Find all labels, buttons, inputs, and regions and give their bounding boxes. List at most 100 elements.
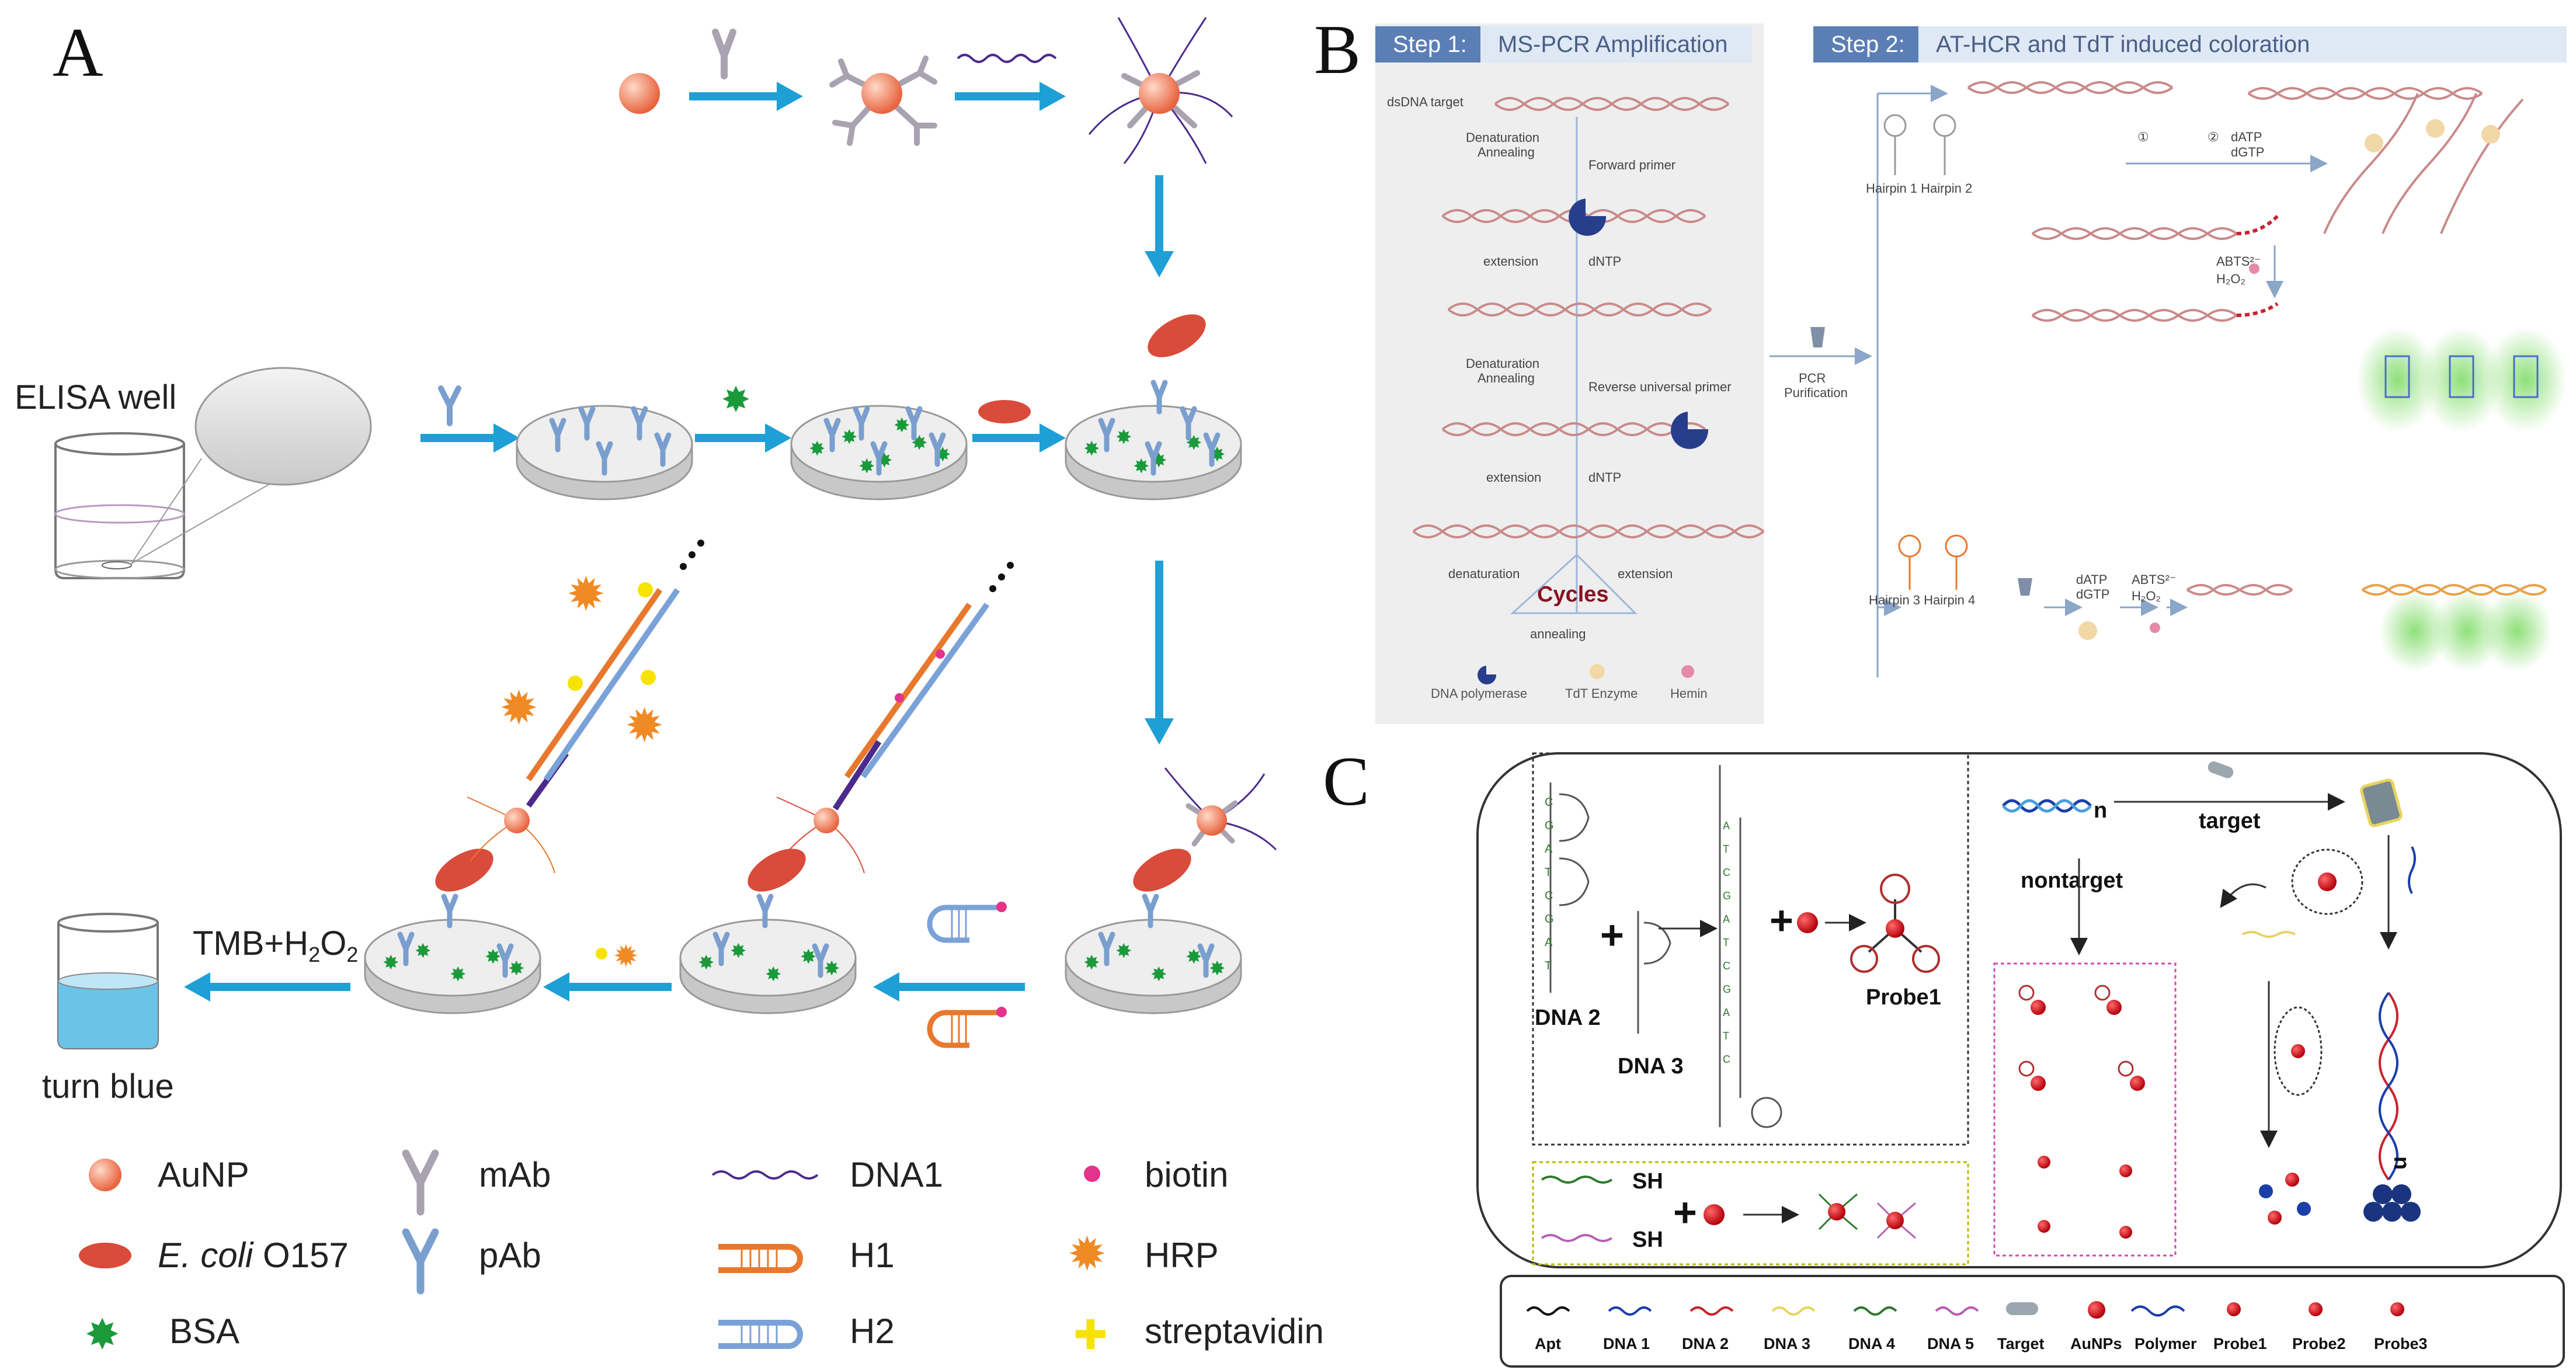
svg-text:G: G <box>1723 890 1731 902</box>
biotin-legend-icon <box>1084 1166 1100 1182</box>
svg-text:✹: ✹ <box>566 568 606 620</box>
pab-legend-icon <box>402 1228 439 1295</box>
svg-text:dsDNA target: dsDNA target <box>1387 95 1463 109</box>
svg-text:+: + <box>1770 898 1793 943</box>
svg-text:Hairpin 3 Hairpin 4: Hairpin 3 Hairpin 4 <box>1869 593 1975 607</box>
svg-text:DNA 3: DNA 3 <box>1618 1054 1684 1079</box>
svg-text:Hairpin 1 Hairpin 2: Hairpin 1 Hairpin 2 <box>1866 181 1972 196</box>
svg-text:AT-HCR and TdT induced colorat: AT-HCR and TdT induced coloration <box>1936 32 2310 57</box>
bsa-legend-icon: ✸ <box>85 1312 120 1358</box>
svg-text:C: C <box>1723 1053 1730 1065</box>
svg-text:DNA polymerase: DNA polymerase <box>1431 686 1527 701</box>
well-pab-coated <box>516 405 693 500</box>
panel-a-bottom-row: ✸ ✸ ✸ ✸ ✸ <box>42 540 1277 1105</box>
well-bottom-disk <box>194 367 372 486</box>
legend-tdt-icon <box>1590 664 1605 679</box>
pab-icon <box>438 385 461 426</box>
svg-text:SH: SH <box>1632 1169 1663 1194</box>
svg-text:SH: SH <box>1632 1228 1663 1252</box>
panel-c-letter: C <box>1323 742 1369 820</box>
bsa-icon: ✸ <box>721 380 750 419</box>
svg-text:✸: ✸ <box>415 940 432 962</box>
legend-label: Apt <box>1535 1335 1561 1352</box>
svg-text:✸: ✸ <box>1133 455 1150 478</box>
dna2-structure <box>1549 783 1590 993</box>
well-hrp-labeled: ✸✸✸ ✸✸ ✹✹✹ <box>364 540 704 1014</box>
tube-icon <box>1810 327 1825 347</box>
svg-text:extension: extension <box>1486 470 1541 485</box>
svg-text:A: A <box>1723 1007 1730 1018</box>
well-ecoli-captured: ✸✸✸ ✸✸✸ <box>1065 314 1242 500</box>
legend-label: Polymer <box>2135 1335 2197 1352</box>
polymer-icon <box>2002 799 2092 813</box>
svg-text:G: G <box>1723 983 1731 995</box>
mab-icon <box>712 29 736 79</box>
svg-text:extension: extension <box>1483 254 1538 269</box>
hrp-streptavidin-icon: ✹ <box>613 940 639 973</box>
panel-a-legend: AuNP E. coli O157 ✸ BSA mAb pAb DNA1 H1 … <box>79 1149 1324 1358</box>
svg-text:A: A <box>1545 843 1553 856</box>
svg-text:nontarget: nontarget <box>2021 868 2123 893</box>
panel-b: Step 1: MS-PCR Amplification Step 2: AT-… <box>1375 23 2567 724</box>
svg-text:✸: ✸ <box>508 958 525 980</box>
elisa-well-label: ELISA well <box>15 378 176 416</box>
well-conjugate-bound: ✸✸✸ ✸✸ <box>1065 767 1277 1014</box>
h2-hairpin-icon <box>927 902 1007 943</box>
svg-text:①: ① <box>2137 130 2149 144</box>
h1-hairpin-icon <box>927 1007 1007 1048</box>
panel-c-legend-labels: Apt DNA 1 DNA 2 DNA 3 DNA 4 DNA 5 Target… <box>1535 1335 2428 1352</box>
svg-text:✸: ✸ <box>1115 940 1132 962</box>
panel-c-frame <box>1476 752 2562 1268</box>
hairpin-12-icon <box>1883 114 1956 175</box>
legend-label: Target <box>1997 1335 2045 1352</box>
turn-blue-label: turn blue <box>42 1068 174 1105</box>
svg-text:✸: ✸ <box>858 455 875 478</box>
dna3-structure <box>1637 911 1671 1034</box>
aunp-legend-icon <box>89 1159 121 1191</box>
svg-text:C: C <box>1723 867 1730 878</box>
svg-text:G: G <box>1545 819 1554 832</box>
svg-text:✸: ✸ <box>823 958 840 980</box>
svg-text:C: C <box>1723 960 1730 972</box>
svg-text:Annealing: Annealing <box>1478 371 1535 385</box>
svg-text:ABTS²⁻: ABTS²⁻ <box>2132 572 2176 587</box>
svg-text:T: T <box>1723 1030 1729 1042</box>
well-hcr: ✸✸✸ ✸✸ <box>679 562 1014 1014</box>
legend-label: DNA 5 <box>1927 1335 1974 1352</box>
svg-text:pAb: pAb <box>479 1236 541 1275</box>
svg-text:Forward primer: Forward primer <box>1588 158 1675 172</box>
aunp-particle <box>619 73 660 114</box>
svg-text:H₂O₂: H₂O₂ <box>2132 589 2161 603</box>
h2-legend-icon <box>718 1320 803 1349</box>
panel-a-elisa-row: ELISA well ✸ <box>15 314 1242 745</box>
legend-label: Probe2 <box>2292 1335 2346 1352</box>
svg-text:✹: ✹ <box>499 682 538 734</box>
svg-text:✸: ✸ <box>1150 964 1167 986</box>
aunp-mab-dna1-conjugate <box>1088 17 1233 164</box>
svg-text:TdT Enzyme: TdT Enzyme <box>1565 686 1638 701</box>
panel-b-letter: B <box>1314 11 1361 88</box>
tmb-label: TMB+H2O2 <box>193 924 358 966</box>
svg-text:+: + <box>1600 912 1624 958</box>
svg-text:✸: ✸ <box>730 940 747 962</box>
dsdna-helix <box>1494 97 1730 111</box>
svg-text:mAb: mAb <box>479 1155 551 1194</box>
svg-text:HRP: HRP <box>1145 1236 1219 1275</box>
mab-legend-icon <box>402 1149 439 1216</box>
svg-text:✸: ✸ <box>1115 426 1132 448</box>
dna1-strand-icon <box>957 54 1057 63</box>
svg-text:T: T <box>1723 937 1729 948</box>
svg-text:✸: ✸ <box>450 964 467 986</box>
probe1-box <box>1532 752 1969 1146</box>
svg-text:dGTP: dGTP <box>2076 587 2109 601</box>
svg-text:Purification: Purification <box>1784 385 1848 400</box>
svg-text:A: A <box>1723 913 1730 925</box>
svg-text:H1: H1 <box>850 1236 895 1275</box>
streptavidin-legend-icon: ✚ <box>1073 1312 1108 1358</box>
h1-legend-icon <box>718 1244 803 1273</box>
panel-c-legend-icons <box>1526 1301 2404 1319</box>
blue-beaker <box>57 913 159 1049</box>
svg-text:A: A <box>1545 936 1553 949</box>
